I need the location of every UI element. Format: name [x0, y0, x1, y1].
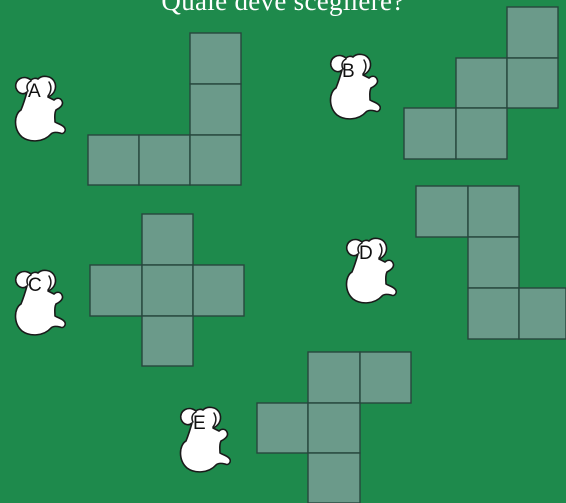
option-a[interactable]: A	[16, 33, 242, 185]
net-e	[257, 352, 411, 503]
net-e-square	[308, 453, 360, 503]
net-d-square	[468, 186, 519, 237]
net-b-square	[507, 58, 558, 108]
option-e-label: E	[193, 413, 206, 434]
koala-e-icon: E	[181, 407, 231, 471]
net-e-square	[360, 352, 411, 403]
net-d	[416, 186, 566, 339]
net-a	[88, 33, 241, 185]
net-b-square	[507, 7, 558, 58]
net-d-square	[468, 288, 519, 339]
koala-b-icon: B	[331, 54, 381, 118]
koala-c-icon: C	[16, 270, 66, 334]
option-b[interactable]: B	[331, 7, 559, 159]
net-c-square	[193, 265, 244, 316]
net-a-square	[190, 33, 241, 84]
option-b-label: B	[342, 61, 355, 82]
net-e-square	[257, 403, 308, 453]
koala-a-icon: A	[16, 76, 66, 140]
net-b-square	[404, 108, 456, 159]
option-c-label: C	[28, 275, 42, 296]
net-d-square	[416, 186, 468, 237]
net-a-square	[190, 135, 241, 185]
net-e-square	[308, 403, 360, 453]
net-c-square	[142, 316, 193, 366]
net-a-square	[88, 135, 139, 185]
option-e[interactable]: E	[181, 352, 412, 503]
net-c-square	[142, 214, 193, 265]
net-b	[404, 7, 558, 159]
net-b-square	[456, 58, 507, 108]
net-b-square	[456, 108, 507, 159]
option-d-label: D	[359, 243, 373, 264]
net-c-square	[142, 265, 193, 316]
option-a-label: A	[28, 81, 41, 102]
option-d[interactable]: D	[347, 186, 566, 339]
net-e-square	[308, 352, 360, 403]
option-c[interactable]: C	[16, 214, 245, 366]
net-a-square	[190, 84, 241, 135]
net-a-square	[139, 135, 190, 185]
net-d-square	[519, 288, 566, 339]
net-c-square	[90, 265, 142, 316]
net-c	[90, 214, 244, 366]
net-d-square	[468, 237, 519, 288]
koala-d-icon: D	[347, 238, 397, 302]
